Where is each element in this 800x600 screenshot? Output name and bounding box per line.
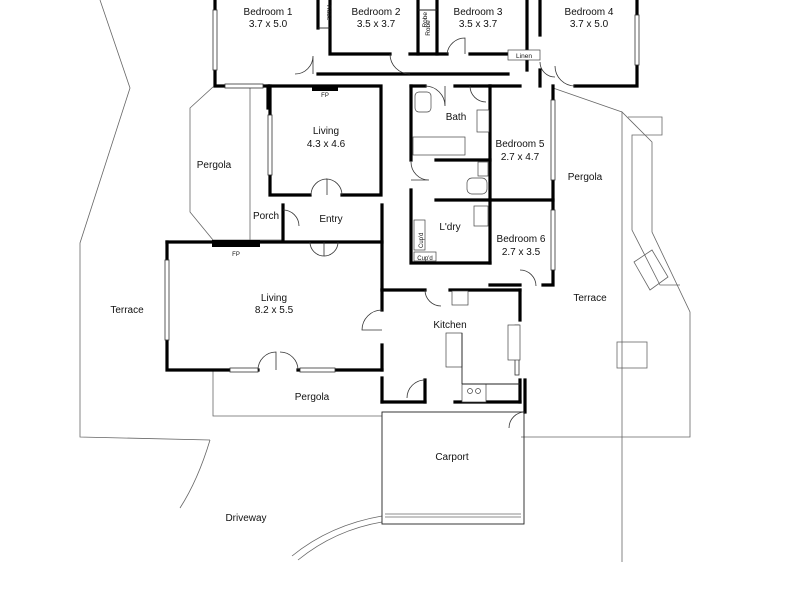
label-bath: Bath <box>446 112 467 123</box>
label-bedroom2-size: 3.5 x 3.7 <box>357 19 396 30</box>
label-robe-b: Robe <box>422 12 429 28</box>
label-bedroom3-size: 3.5 x 3.7 <box>459 19 498 30</box>
label-bedroom3-name: Bedroom 3 <box>454 7 503 18</box>
label-porch: Porch <box>253 211 279 222</box>
label-fp-upper: FP <box>321 93 329 99</box>
label-bedroom5-name: Bedroom 5 <box>496 139 545 150</box>
windows <box>164 9 640 376</box>
room-labels: Bedroom 1 3.7 x 5.0 Bedroom 2 3.5 x 3.7 … <box>110 7 614 524</box>
label-laundry: L'dry <box>439 222 460 233</box>
label-cupd-b: Cup'd <box>417 256 433 262</box>
label-bedroom1-size: 3.7 x 5.0 <box>249 19 288 30</box>
label-bedroom6-size: 2.7 x 3.5 <box>502 247 541 258</box>
walls <box>165 0 639 414</box>
label-living-upper-size: 4.3 x 4.6 <box>307 139 346 150</box>
label-living-main-size: 8.2 x 5.5 <box>255 305 294 316</box>
label-bedroom2-name: Bedroom 2 <box>352 7 401 18</box>
label-bedroom6-name: Bedroom 6 <box>497 234 546 245</box>
label-bedroom4-name: Bedroom 4 <box>565 7 614 18</box>
label-linen: Linen <box>516 53 532 60</box>
label-cupd-a: Cup'd <box>419 233 425 249</box>
label-terrace-right: Terrace <box>573 293 607 304</box>
label-fp-main: FP <box>232 252 240 258</box>
label-pergola-right: Pergola <box>568 172 603 183</box>
doors <box>257 37 576 429</box>
label-driveway: Driveway <box>225 513 266 524</box>
label-terrace-left: Terrace <box>110 305 144 316</box>
label-entry: Entry <box>319 214 342 225</box>
label-pergola-left: Pergola <box>197 160 232 171</box>
label-pergola-bottom: Pergola <box>295 392 330 403</box>
label-living-upper-name: Living <box>313 126 339 137</box>
label-robe-c: Robe <box>425 20 432 36</box>
label-bedroom4-size: 3.7 x 5.0 <box>570 19 609 30</box>
label-robe-a: Robe <box>325 5 332 21</box>
site-outlines <box>79 0 691 562</box>
label-bedroom1-name: Bedroom 1 <box>244 7 293 18</box>
fixtures <box>212 9 541 403</box>
annotations: Robe Robe Robe Linen FP FP Cup'd Cup'd <box>232 5 532 262</box>
label-bedroom5-size: 2.7 x 4.7 <box>501 152 540 163</box>
label-carport: Carport <box>435 452 469 463</box>
label-living-main-name: Living <box>261 293 287 304</box>
label-kitchen: Kitchen <box>433 320 466 331</box>
